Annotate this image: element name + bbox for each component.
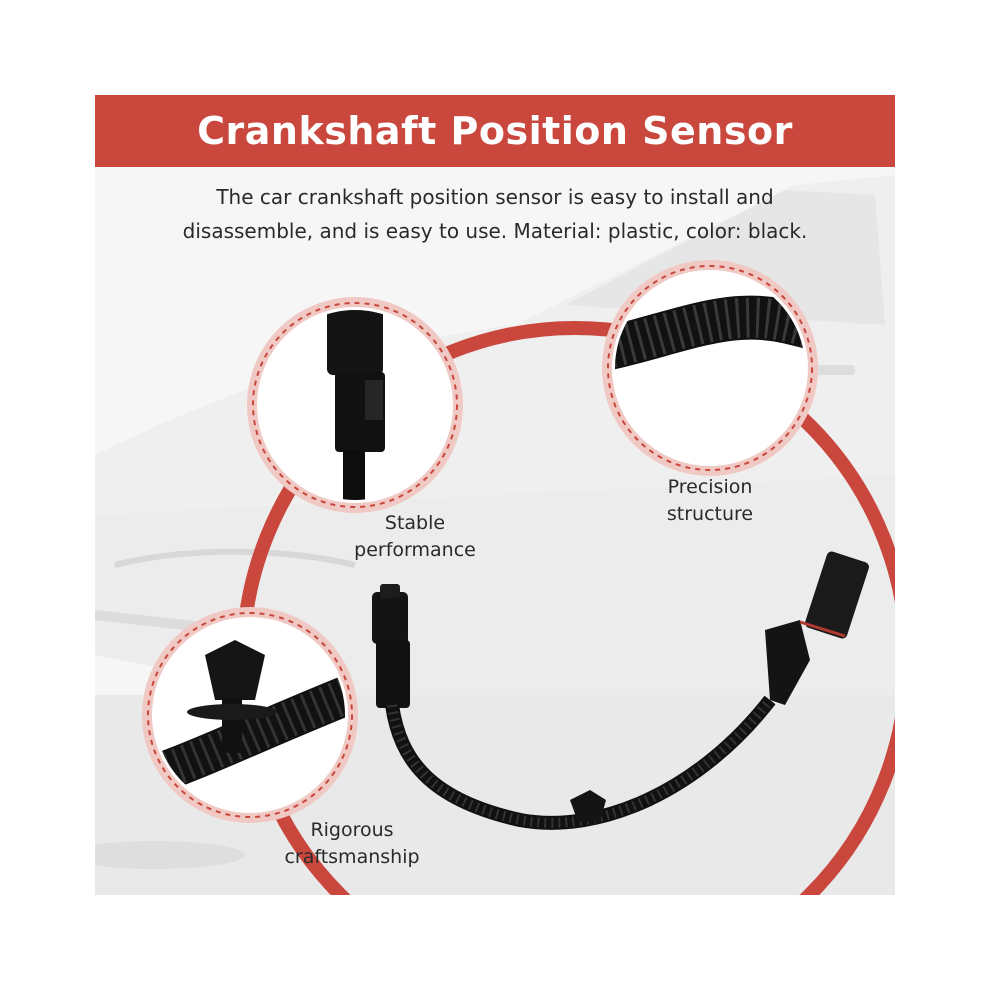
feature-caption-rigorous-craftsmanship: Rigorous craftsmanship — [284, 819, 420, 868]
feature-caption-stable-performance: Stable performance — [354, 512, 476, 561]
product-description: The car crankshaft position sensor is ea… — [182, 185, 808, 243]
page-title: Crankshaft Position Sensor — [197, 109, 793, 153]
title-banner: Crankshaft Position Sensor — [95, 95, 895, 167]
feature-caption-precision-structure: Precision structure — [666, 476, 754, 525]
